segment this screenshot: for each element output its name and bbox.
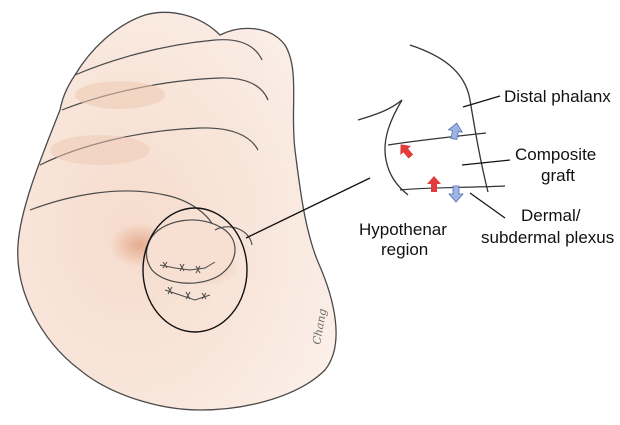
label-hypothenar-line2: region: [381, 240, 428, 259]
leader-dermal-plexus: [470, 193, 505, 218]
label-dermal-plexus-line2: subdermal plexus: [481, 228, 614, 247]
proximal-graft-boundary: [388, 133, 486, 145]
label-composite-graft-line2: graft: [541, 166, 575, 185]
distal-phalanx-outline: [410, 45, 488, 192]
leader-distal-phalanx: [463, 96, 500, 107]
fingertip-in-pocket: [146, 220, 235, 283]
leader-composite-graft: [462, 160, 510, 165]
knuckle-shadow-1: [75, 81, 165, 109]
hand-illustration: Chang: [18, 12, 370, 410]
red-up-arrow-icon: [427, 176, 441, 192]
knuckle-shadow-2: [50, 135, 150, 165]
inset-detail: [358, 45, 510, 218]
label-distal-phalanx: Distal phalanx: [504, 87, 611, 106]
blue-down-arrow-icon: [449, 186, 463, 202]
label-dermal-plexus-line1: Dermal/: [521, 206, 581, 225]
label-hypothenar-line1: Hypothenar: [359, 220, 447, 239]
label-composite-graft-line1: Composite: [515, 145, 596, 164]
distal-graft-boundary: [400, 186, 505, 190]
